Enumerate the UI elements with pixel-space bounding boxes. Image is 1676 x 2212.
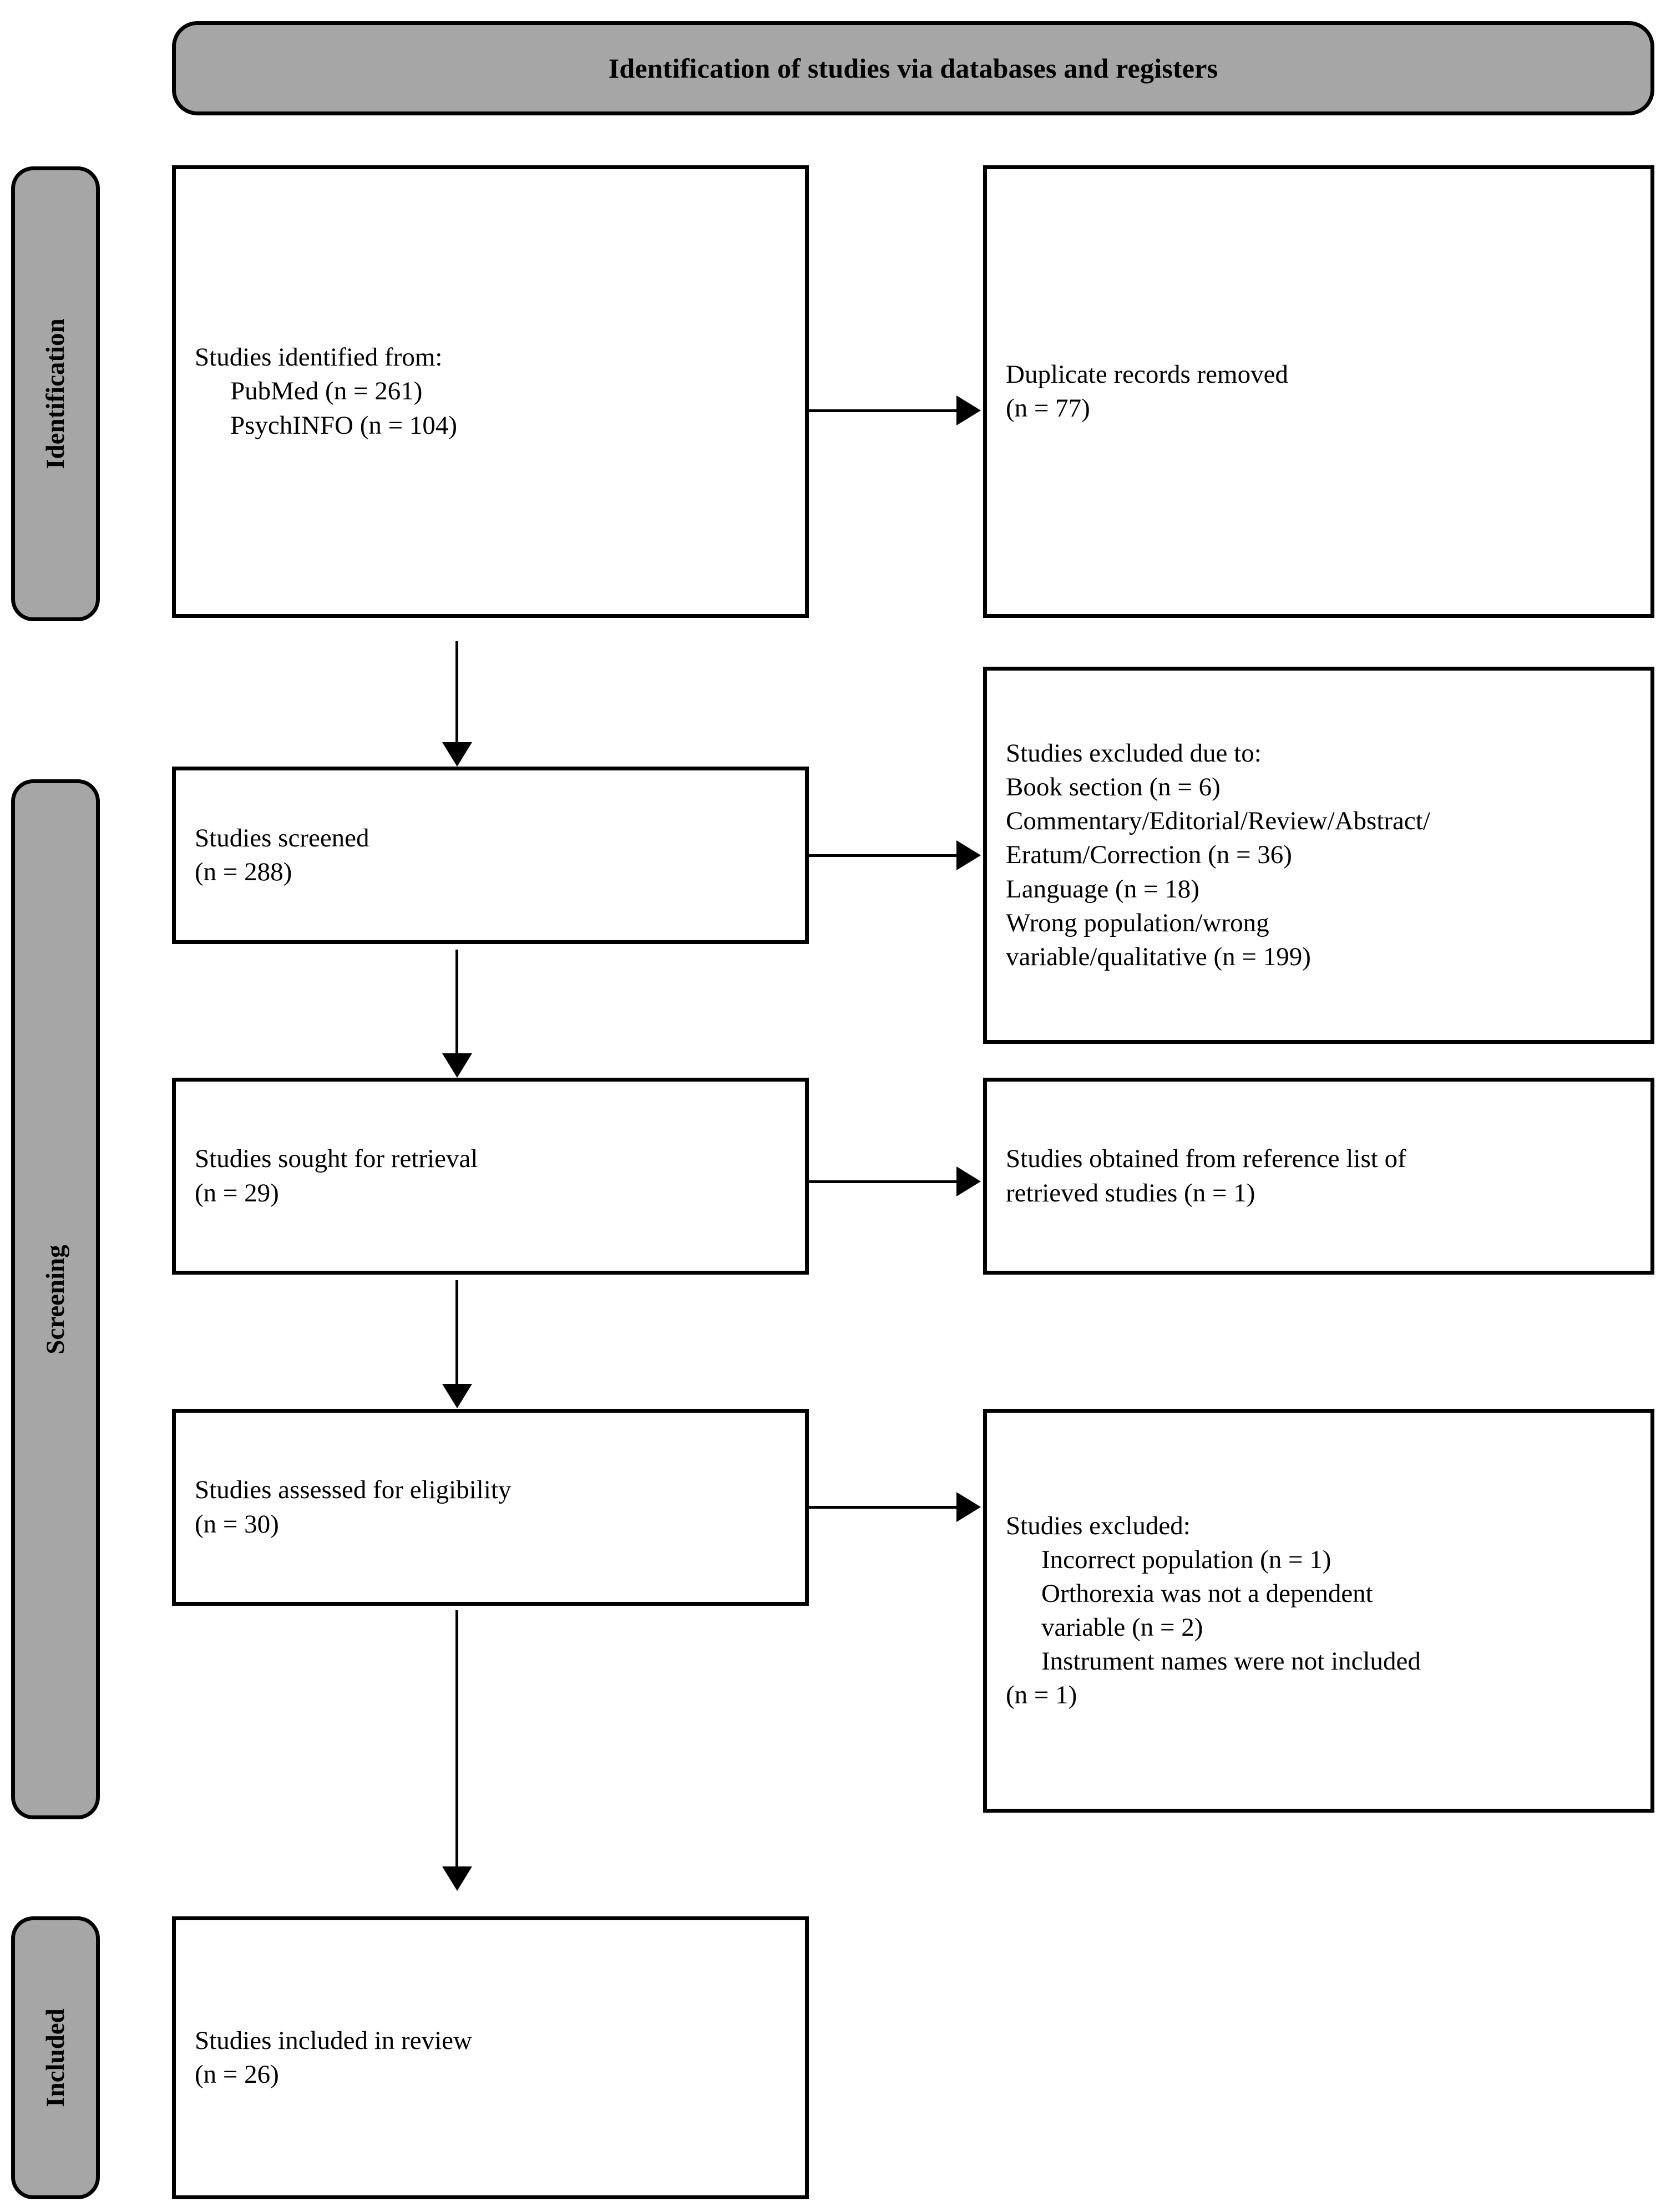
text-line: (n = 30): [195, 1509, 279, 1539]
header-banner: Identification of studies via databases …: [172, 21, 1654, 115]
arrow-screened-to-sought-head: [442, 1053, 472, 1078]
stage-bar-identification: Identification: [11, 166, 100, 621]
node-studies-identified-body: Studies identified from: PubMed (n = 261…: [176, 341, 805, 442]
text-line: Duplicate records removed: [1006, 359, 1288, 389]
text-line: Studies sought for retrieval: [195, 1144, 478, 1174]
arrow-identified-to-screened-line: [455, 641, 458, 747]
node-studies-sought-retrieval: Studies sought for retrieval (n = 29): [172, 1078, 809, 1275]
text-line: Studies assessed for eligibility: [195, 1475, 512, 1505]
text-line: (n = 26): [195, 2060, 279, 2089]
arrow-assessed-to-included-head: [442, 1866, 472, 1891]
text-line: Studies identified from:: [195, 343, 443, 372]
text-line: Studies excluded:: [1006, 1511, 1191, 1540]
arrow-identified-to-screened-head: [442, 742, 472, 767]
node-studies-included-review-body: Studies included in review (n = 26): [176, 2024, 805, 2092]
arrow-screened-to-sought-line: [455, 950, 458, 1058]
text-line: (n = 29): [195, 1178, 279, 1208]
text-line: Studies obtained from reference list of: [1006, 1144, 1406, 1174]
arrow-sought-to-obtained-head: [956, 1166, 981, 1196]
node-studies-screened-body: Studies screened (n = 288): [176, 821, 805, 889]
text-line: Commentary/Editorial/Review/Abstract/: [1006, 806, 1430, 836]
text-line: (n = 1): [1006, 1681, 1077, 1710]
text-line: Incorrect population (n = 1): [1041, 1545, 1331, 1574]
node-studies-identified: Studies identified from: PubMed (n = 261…: [172, 165, 809, 618]
stage-label-included: Included: [41, 2008, 70, 2107]
node-studies-assessed-eligibility-body: Studies assessed for eligibility (n = 30…: [176, 1473, 805, 1541]
node-duplicate-records-removed-body: Duplicate records removed (n = 77): [987, 358, 1650, 425]
text-line: Language (n = 18): [1006, 874, 1199, 904]
arrow-assessed-to-excluded-head: [956, 1492, 981, 1522]
text-line: Eratum/Correction (n = 36): [1006, 840, 1292, 870]
node-studies-included-review: Studies included in review (n = 26): [172, 1916, 809, 2199]
text-line: (n = 288): [195, 858, 292, 886]
stage-label-identification: Identification: [41, 318, 70, 469]
node-studies-obtained-reference-body: Studies obtained from reference list of …: [987, 1142, 1650, 1210]
node-studies-screened: Studies screened (n = 288): [172, 767, 809, 944]
text-line: Studies included in review: [195, 2026, 472, 2055]
text-line: PsychINFO (n = 104): [230, 410, 458, 440]
node-studies-excluded-screening-body: Studies excluded due to: Book section (n…: [987, 737, 1650, 974]
node-studies-assessed-eligibility: Studies assessed for eligibility (n = 30…: [172, 1409, 809, 1606]
stage-label-screening: Screening: [41, 1244, 70, 1354]
text-line: (n = 77): [1006, 394, 1090, 423]
arrow-sought-to-assessed-head: [442, 1384, 472, 1408]
text-line: variable/qualitative (n = 199): [1006, 942, 1311, 971]
text-line: Orthorexia was not a dependent: [1041, 1579, 1373, 1608]
node-studies-excluded-screening: Studies excluded due to: Book section (n…: [983, 667, 1654, 1044]
arrow-assessed-to-included-line: [455, 1610, 458, 1871]
arrow-sought-to-assessed-line: [455, 1280, 458, 1388]
text-line: Book section (n = 6): [1006, 773, 1221, 802]
header-title: Identification of studies via databases …: [608, 53, 1218, 84]
text-line: Studies excluded due to:: [1006, 739, 1262, 768]
arrow-identified-to-duplicates-head: [956, 395, 981, 425]
node-studies-obtained-reference: Studies obtained from reference list of …: [983, 1078, 1654, 1275]
stage-bar-included: Included: [11, 1916, 100, 2199]
text-line: PubMed (n = 261): [230, 377, 423, 406]
text-line: retrieved studies (n = 1): [1006, 1178, 1255, 1208]
text-line: Wrong population/wrong: [1006, 908, 1269, 937]
node-duplicate-records-removed: Duplicate records removed (n = 77): [983, 165, 1654, 618]
text-line: Studies screened: [195, 823, 369, 853]
text-line: Instrument names were not included: [1041, 1647, 1421, 1676]
arrow-identified-to-duplicates-line: [809, 409, 960, 412]
arrow-screened-to-excluded-head: [956, 840, 981, 870]
arrow-sought-to-obtained-line: [809, 1180, 960, 1183]
stage-bar-screening: Screening: [11, 779, 100, 1819]
node-studies-excluded-eligibility-body: Studies excluded: Incorrect population (…: [987, 1509, 1650, 1713]
arrow-assessed-to-excluded-line: [809, 1506, 960, 1509]
node-studies-sought-retrieval-body: Studies sought for retrieval (n = 29): [176, 1142, 805, 1210]
text-line: variable (n = 2): [1041, 1613, 1203, 1642]
arrow-screened-to-excluded-line: [809, 854, 960, 857]
node-studies-excluded-eligibility: Studies excluded: Incorrect population (…: [983, 1409, 1654, 1813]
